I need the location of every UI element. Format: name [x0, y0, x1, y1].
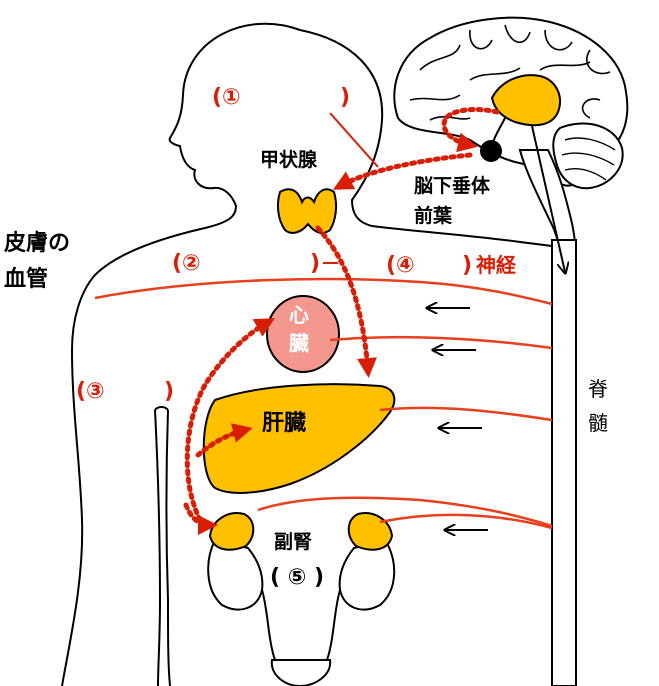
skin-label-line1: 皮膚の	[4, 230, 70, 256]
thyroid-label: 甲状腺	[260, 148, 318, 171]
descending-arrow	[531, 125, 565, 272]
spine-label-line1: 脊	[588, 377, 608, 401]
spine-label-line2: 髄	[588, 411, 608, 435]
pituitary-label-line1: 脳下垂体	[413, 174, 491, 197]
pituitary-gland	[480, 140, 502, 162]
blank-3-close: )	[164, 379, 174, 404]
ureters-bladder	[261, 589, 341, 686]
cerebellum-folds	[561, 137, 616, 181]
blank-1-open: (①	[212, 85, 241, 110]
brain-gyri	[409, 24, 611, 121]
body-outline	[61, 22, 301, 686]
heart-label-line2: 臓	[288, 331, 309, 355]
arm-inner	[154, 409, 171, 686]
blank-3-open: (③	[76, 379, 105, 404]
adrenal-left	[208, 512, 255, 551]
nerve-lines	[94, 277, 553, 530]
adrenal-right	[347, 512, 394, 551]
arm-inner-top	[154, 406, 169, 411]
pituitary-feedback-arrow	[441, 107, 500, 153]
hypothalamus	[490, 74, 561, 127]
spinal-cord	[551, 239, 577, 686]
blank-2-open: (②	[172, 251, 201, 276]
body-outline-right	[299, 29, 553, 247]
signal-arrows	[428, 308, 488, 530]
pointer-1	[329, 112, 379, 168]
pituitary-label-line2: 前葉	[414, 204, 453, 227]
liver-label: 肝臓	[262, 411, 306, 436]
blank-4-open: (④	[386, 253, 415, 278]
kidney-left	[207, 538, 264, 611]
kidney-right	[338, 538, 396, 611]
liver-organ	[202, 383, 396, 494]
cerebellum	[552, 122, 624, 190]
hormone-arrows	[183, 152, 473, 535]
blank-4-close: )	[462, 253, 472, 278]
blank-5: ( ⑤ )	[270, 565, 324, 590]
blank-1-close: )	[340, 85, 350, 110]
skin-label-line2: 血管	[4, 266, 48, 292]
blank-2-close: )	[310, 251, 320, 276]
nerve-label: 神経	[476, 253, 517, 277]
heart-label-line1: 心	[289, 303, 309, 327]
adrenal-label: 副腎	[274, 531, 312, 553]
thyroid-gland	[276, 188, 338, 234]
